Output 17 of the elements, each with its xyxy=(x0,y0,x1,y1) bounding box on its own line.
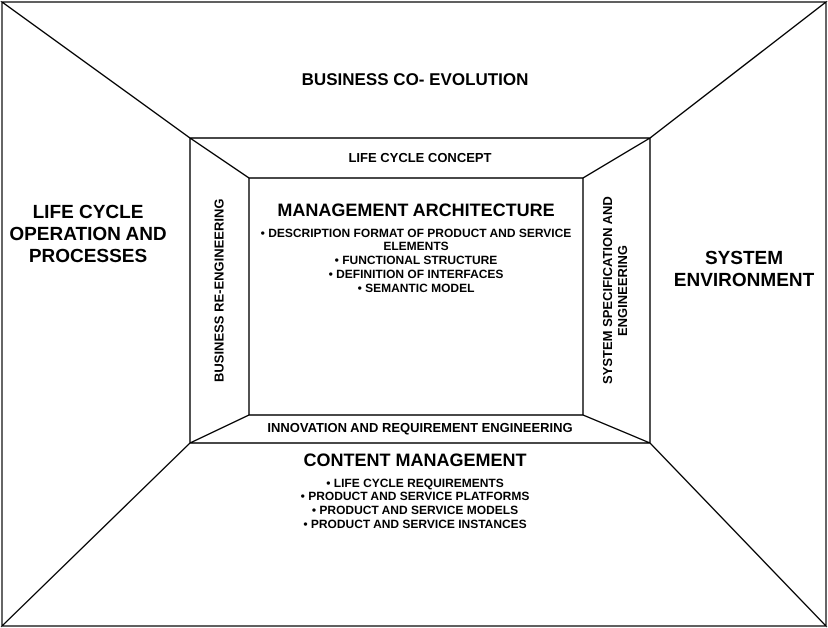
panel-heading: LIFE CYCLE OPERATION AND PROCESSES xyxy=(8,202,168,268)
bullet-item: • FUNCTIONAL STRUCTURE xyxy=(334,254,498,268)
bullet-item: • DEFINITION OF INTERFACES xyxy=(328,268,504,282)
panel-heading: BUSINESS CO- EVOLUTION xyxy=(302,70,528,90)
panel-heading: CONTENT MANAGEMENT xyxy=(304,450,526,471)
panel-heading: SYSTEM ENVIRONMENT xyxy=(672,248,816,292)
panel-heading: MANAGEMENT ARCHITECTURE xyxy=(277,200,555,221)
panel-heading: INNOVATION AND REQUIREMENT ENGINEERING xyxy=(267,420,573,436)
bullet-item: • PRODUCT AND SERVICE MODELS xyxy=(312,504,518,518)
bullet-item: • DESCRIPTION FORMAT OF PRODUCT AND SERVICE ELEMENTS xyxy=(260,226,572,254)
panel-heading: SYSTEM SPECIFICATION AND ENGINEERING xyxy=(601,195,631,386)
bullet-item: • SEMANTIC MODEL xyxy=(358,282,474,296)
bullet-item: • LIFE CYCLE REQUIREMENTS xyxy=(326,476,504,490)
panel-heading: BUSINESS RE-ENGINEERING xyxy=(212,198,228,382)
panel-heading: LIFE CYCLE CONCEPT xyxy=(348,150,492,166)
bullet-item: • PRODUCT AND SERVICE INSTANCES xyxy=(303,518,527,532)
bullet-item: • PRODUCT AND SERVICE PLATFORMS xyxy=(300,490,530,504)
